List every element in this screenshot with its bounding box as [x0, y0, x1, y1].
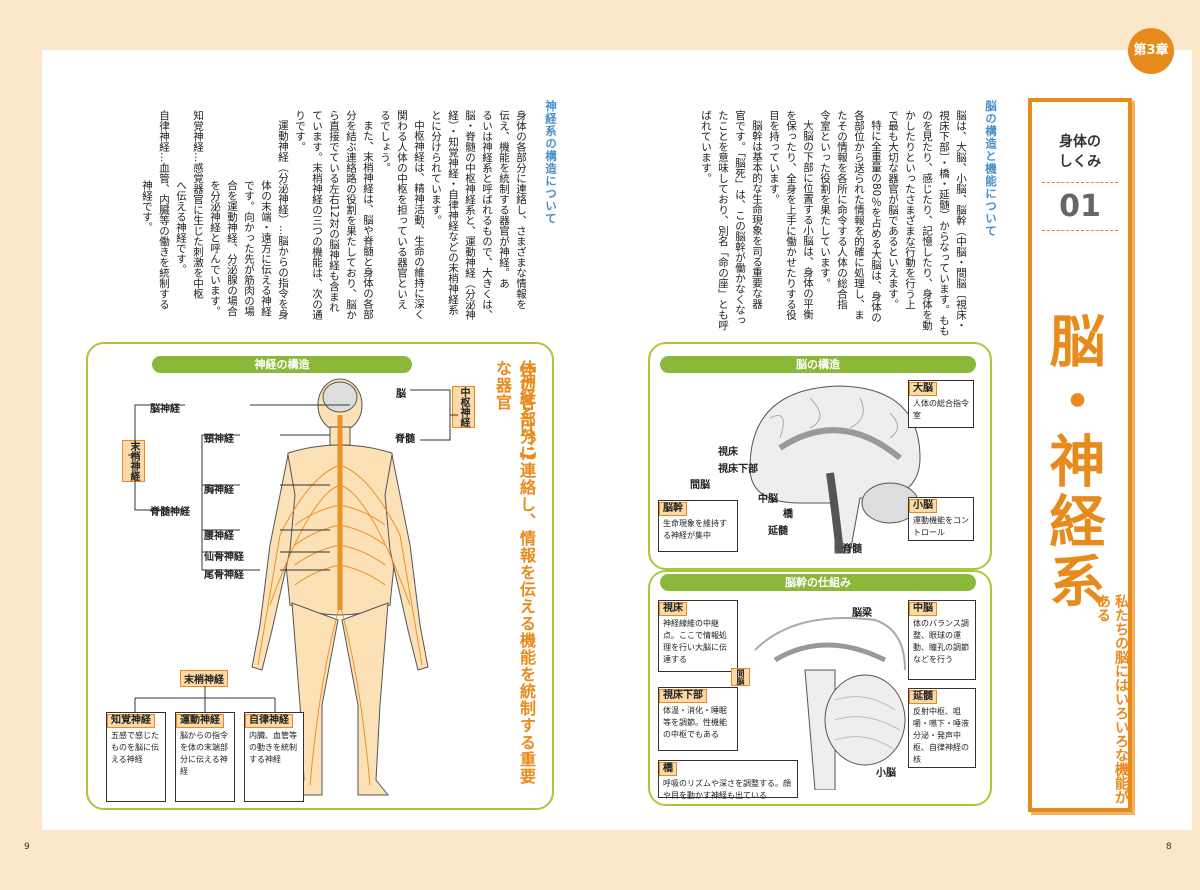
- stem-midbrain-desc: 体のバランス調整、眼球の運動、瞳孔の調節などを行う: [913, 619, 969, 664]
- brainstem-illustration: [754, 617, 906, 790]
- cerebrum-desc: 人体の総合指令室: [913, 399, 969, 420]
- chapter-badge: 第3章: [1128, 28, 1174, 74]
- label-pons: 橋: [783, 509, 793, 520]
- peripheral-connectors: [134, 686, 276, 712]
- nerve-connectors: [128, 389, 458, 571]
- left-heading: 神経系の構造について: [544, 100, 558, 225]
- label-diencephalon: 間脳: [690, 480, 710, 491]
- side-tab: 身体の しくみ 01 脳・神経系 私たちの脳にはいろいろな機能がある: [1028, 98, 1132, 812]
- stem-hypothalamus-box: 視床下部 体温・消化・睡眠等を調節。性機能の中枢でもある: [658, 687, 738, 751]
- page-number-left: 9: [24, 842, 30, 852]
- label-spinal-cord-brain: 脊髄: [842, 544, 862, 555]
- label-stem-cerebellum: 小脳: [876, 768, 896, 779]
- chapter-badge-label: 第3章: [1133, 43, 1169, 58]
- cerebellum-box: 小脳 運動機能をコントロール: [908, 497, 974, 541]
- label-hypothalamus: 視床下部: [718, 464, 758, 475]
- nerve-callout-title: 【神経とは？】: [517, 356, 536, 468]
- sensory-nerve-desc: 五感で感じたものを脳に伝える神経: [111, 731, 159, 764]
- page-number-right: 8: [1166, 842, 1172, 852]
- label-cervical-nerve: 頸神経: [204, 434, 234, 445]
- sensory-nerve-label: 知覚神経: [107, 714, 155, 728]
- side-tab-category: 身体の しくみ: [1058, 134, 1102, 170]
- sensory-nerve-box: 知覚神経 五感で感じたものを脳に伝える神経: [106, 712, 166, 802]
- motor-nerve-label: 運動神経: [176, 714, 224, 728]
- label-corpus-callosum: 脳梁: [852, 608, 872, 619]
- motor-nerve-desc: 脳からの指令を体の末端部分に伝える神経: [180, 731, 228, 776]
- stem-midbrain-box: 中脳 体のバランス調整、眼球の運動、瞳孔の調節などを行う: [908, 600, 976, 680]
- stem-thalamus-box: 視床 神経線維の中継点。ここで情報処理を行い大脳に伝達する: [658, 600, 738, 672]
- label-sacral-nerve: 仙骨神経: [204, 552, 244, 563]
- label-medulla: 延髄: [768, 526, 788, 537]
- label-central-nerve: 中枢神経: [452, 386, 475, 428]
- body-figure: [251, 378, 429, 796]
- brainstem-panel-title: 脳幹の仕組み: [660, 574, 976, 591]
- cerebrum-box: 大脳 人体の総合指令室: [908, 380, 974, 428]
- label-midbrain: 中脳: [758, 494, 778, 505]
- label-lumbar-nerve: 腰神経: [204, 531, 234, 542]
- label-peripheral-nerve: 末梢神経: [180, 670, 228, 687]
- autonomic-nerve-box: 自律神経 内臓、血管等の動きを統制する神経: [244, 712, 304, 802]
- stem-medulla-box: 延髄 反射中枢、咀嚼・嚥下・唾液分泌・発声中枢、自律神経の核: [908, 688, 976, 768]
- stem-medulla-desc: 反射中枢、咀嚼・嚥下・唾液分泌・発声中枢、自律神経の核: [913, 707, 969, 764]
- stem-midbrain-label: 中脳: [909, 602, 937, 616]
- label-brain: 脳: [396, 389, 406, 400]
- autonomic-nerve-label: 自律神経: [245, 714, 293, 728]
- cerebrum-label: 大脳: [909, 382, 937, 396]
- label-thalamus: 視床: [718, 447, 738, 458]
- nerve-panel-title: 神経の構造: [152, 356, 412, 373]
- autonomic-nerve-desc: 内臓、血管等の動きを統制する神経: [249, 731, 297, 764]
- cerebellum-desc: 運動機能をコントロール: [913, 516, 969, 537]
- brain-panel-title: 脳の構造: [660, 356, 976, 373]
- brainstem-box: 脳幹 生命現象を維持する神経が集中: [658, 500, 738, 552]
- side-tab-number: 01: [1059, 189, 1101, 224]
- label-spinal-cord: 脊髄: [395, 434, 415, 445]
- label-coccygeal-nerve: 尾骨神経: [204, 570, 244, 581]
- nerve-callout-text: 体の各部分に連絡し、情報を伝える機能を統制する重要な器官: [493, 360, 536, 785]
- side-tab-main-title: 脳・神経系: [1040, 312, 1105, 612]
- motor-nerve-box: 運動神経 脳からの指令を体の末端部分に伝える神経: [175, 712, 235, 802]
- stem-pons-box: 橋 呼吸のリズムや深さを調整する。顔や目を動かす神経も出ている: [658, 760, 798, 800]
- label-thoracic-nerve: 胸神経: [204, 485, 234, 496]
- label-cranial-nerve: 脳神経: [150, 404, 180, 415]
- brainstem-label: 脳幹: [659, 502, 687, 516]
- label-peripheral-nerve-vertical: 末梢神経: [122, 440, 145, 482]
- label-stem-diencephalon: 間脳: [731, 668, 750, 686]
- stem-thalamus-desc: 神経線維の中継点。ここで情報処理を行い大脳に伝達する: [663, 619, 727, 664]
- brainstem-desc: 生命現象を維持する神経が集中: [663, 519, 727, 540]
- stem-pons-label: 橋: [659, 762, 677, 776]
- side-tab-subtitle: 私たちの脳にはいろいろな機能がある: [1095, 594, 1129, 804]
- cerebellum-label: 小脳: [909, 499, 937, 513]
- label-spinal-nerve: 脊髄神経: [150, 507, 190, 518]
- right-heading: 脳の構造と機能について: [984, 100, 998, 238]
- stem-hypothalamus-label: 視床下部: [659, 689, 707, 703]
- stem-medulla-label: 延髄: [909, 690, 937, 704]
- stem-thalamus-label: 視床: [659, 602, 687, 616]
- stem-hypothalamus-desc: 体温・消化・睡眠等を調節。性機能の中枢でもある: [663, 706, 727, 739]
- stem-pons-desc: 呼吸のリズムや深さを調整する。顔や目を動かす神経も出ている: [663, 779, 791, 800]
